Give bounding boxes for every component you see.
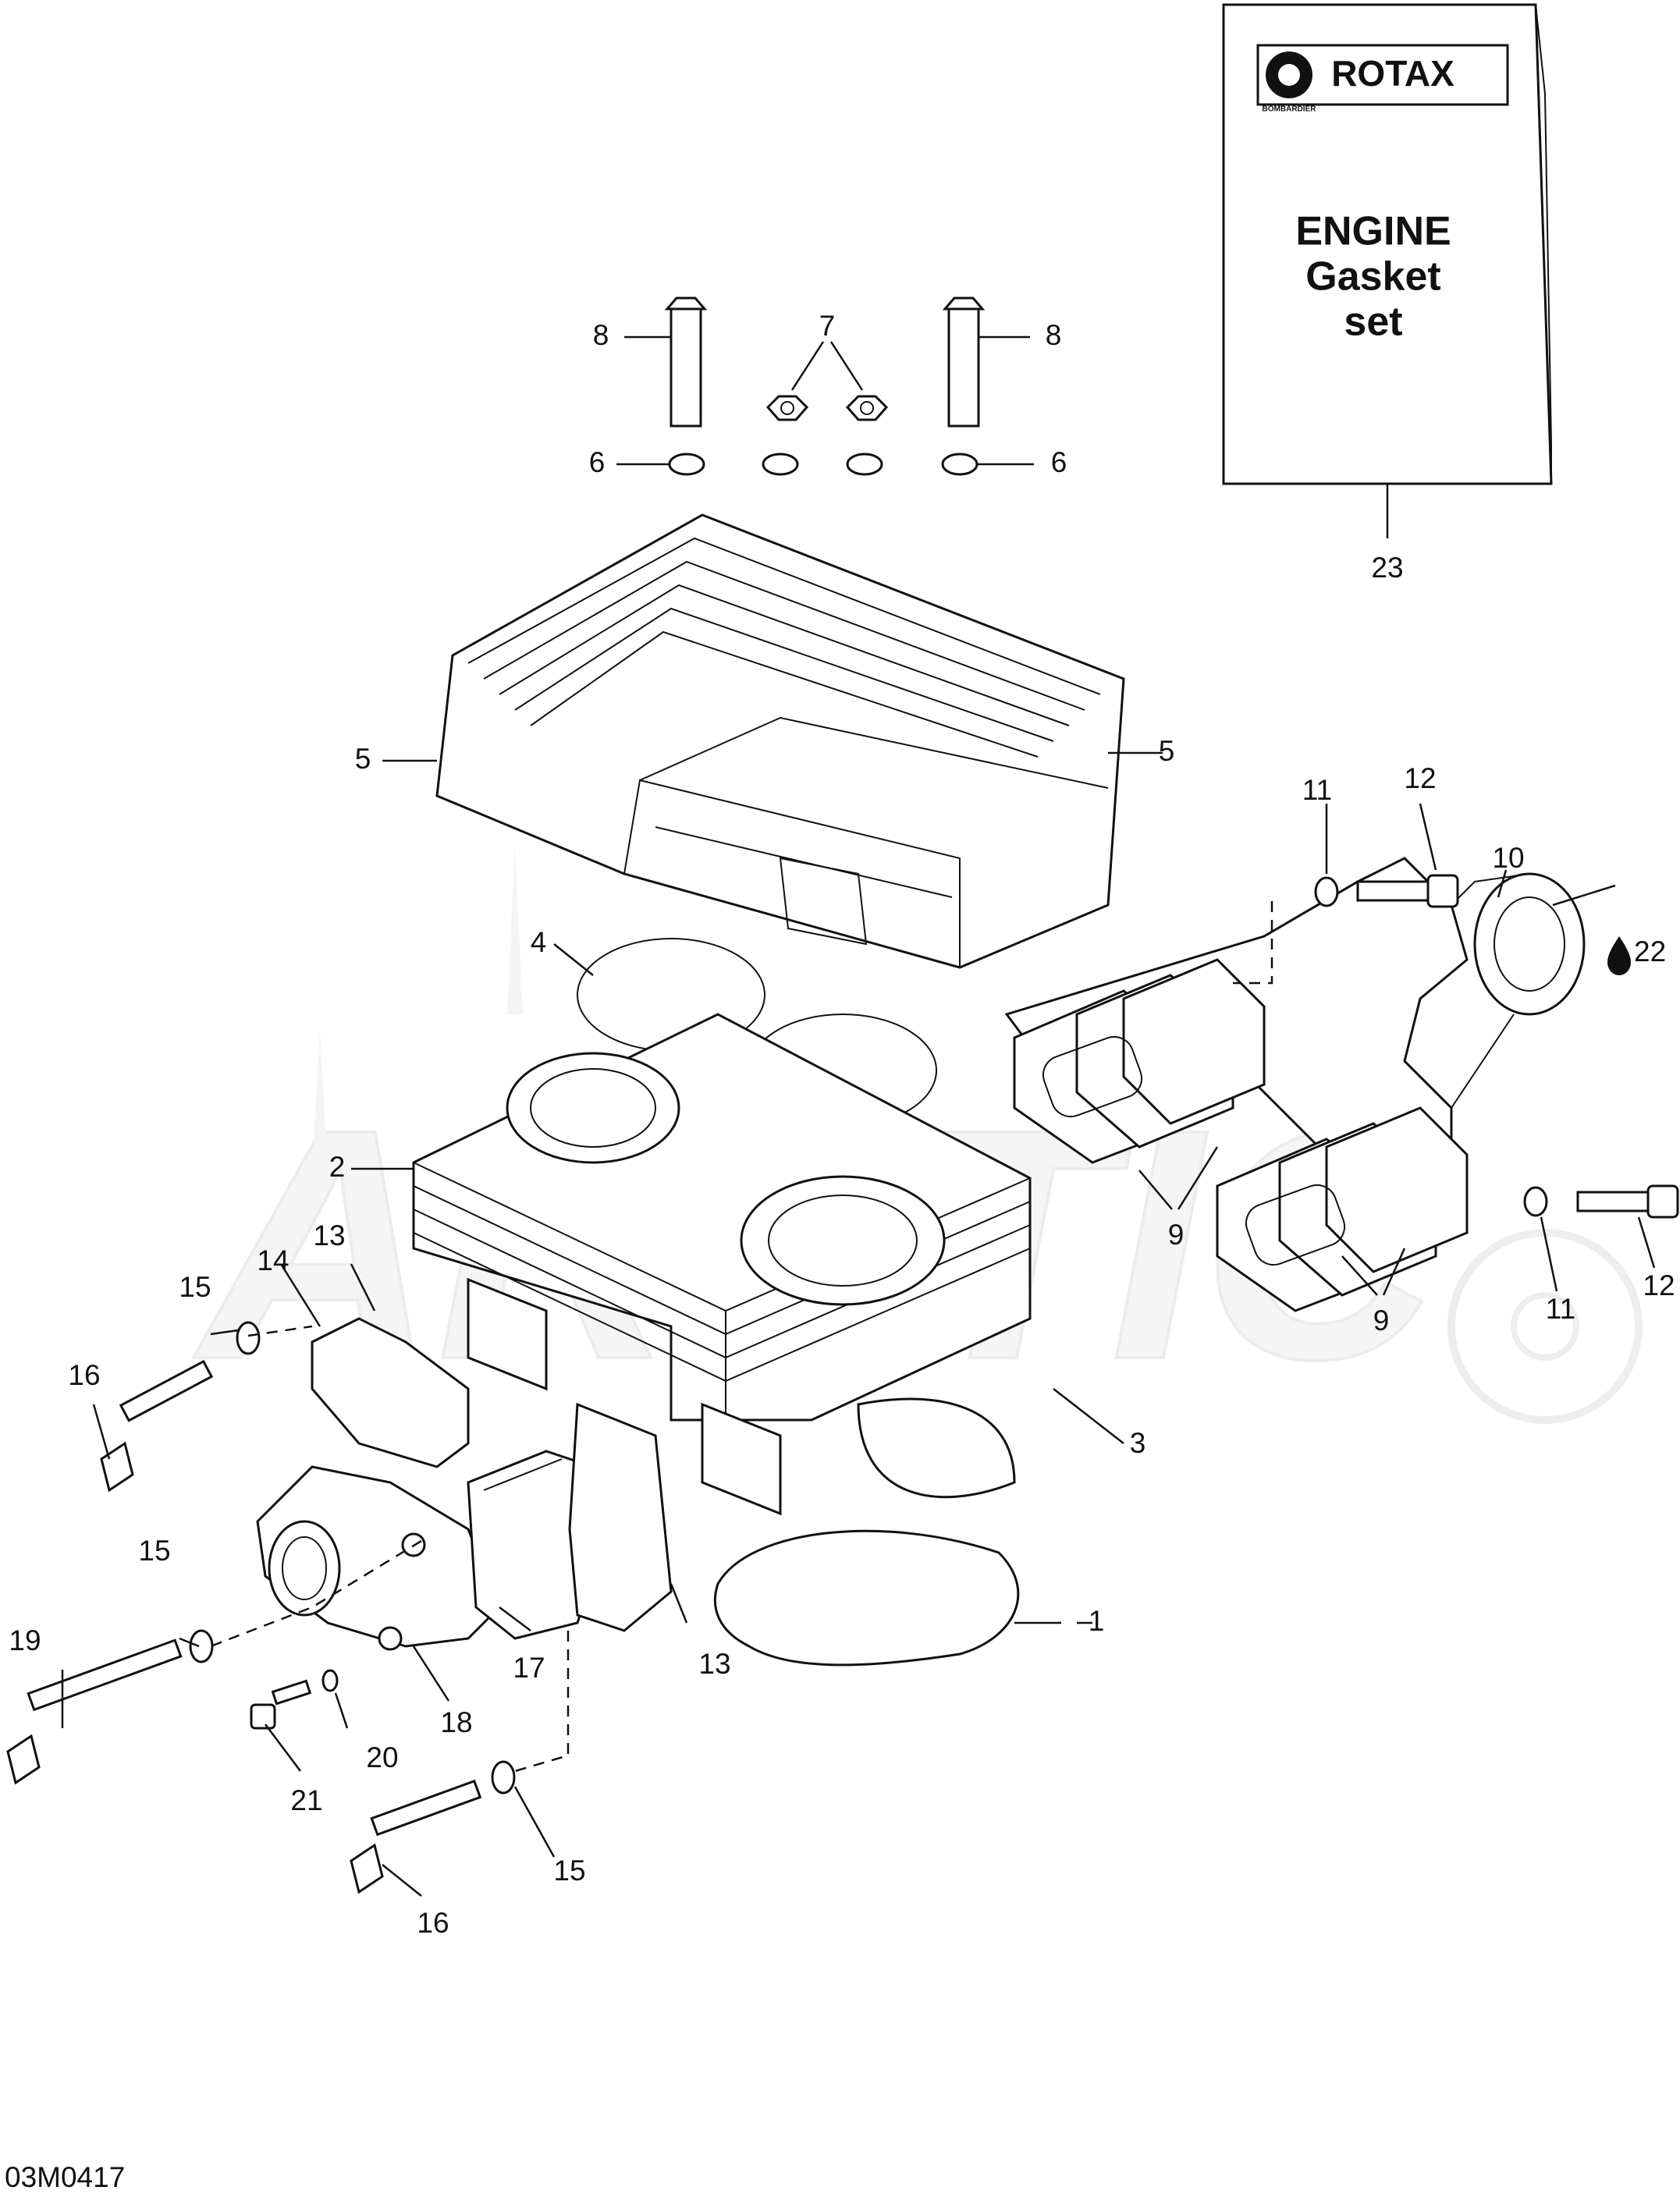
gasket-set-title-3: set [1344,300,1402,345]
callout-4: 4 [531,926,547,958]
callout-8-left: 8 [593,319,609,351]
callout-7: 7 [819,310,836,342]
callout-1: 1 [1089,1605,1105,1637]
callout-22-text: 22 [1634,935,1666,967]
callout-15-mid: 15 [138,1535,170,1567]
callout-15-upper: 15 [179,1271,211,1303]
callout-11-lower: 11 [1546,1293,1575,1325]
cylinder-block [412,1013,1032,1516]
callout-21: 21 [290,1784,322,1816]
bolt-16-upper [100,1321,261,1493]
callout-13-upper: 13 [313,1219,345,1251]
callout-15-lower: 15 [553,1855,585,1887]
callout-6-right: 6 [1051,446,1067,478]
callout-9-upper: 9 [1168,1219,1185,1251]
gear-icon [1266,51,1312,98]
rotax-logo-text: ROTAX [1331,53,1454,94]
washer-1 [668,453,705,476]
oil-drop-icon [1607,936,1631,975]
base-gasket [713,1529,1020,1667]
callout-9-lower: 9 [1373,1305,1390,1337]
callout-5-left: 5 [355,743,371,775]
bolt-12-lower [1523,1184,1679,1219]
gasket-set-title-2: Gasket [1305,254,1440,300]
bolt-16-lower [350,1760,516,1894]
cylinder-head [435,513,1125,969]
intake-assembly [256,1317,673,1651]
callout-5-right: 5 [1159,735,1175,767]
callout-10: 10 [1492,842,1524,874]
callout-19: 19 [9,1624,41,1656]
washer-4 [941,453,979,476]
exhaust-gaskets-upper [1013,958,1266,1164]
callout-20: 20 [366,1741,398,1773]
washer-2 [762,453,799,476]
callout-22: 22 [1607,935,1666,975]
screw-21 [250,1669,339,1730]
cylinder-bore-1 [506,1052,680,1164]
callout-16-upper: 16 [68,1359,100,1391]
callout-23: 23 [1371,552,1403,584]
bolt-19 [6,1629,214,1785]
bombardier-logo-text: BOMBARDIER [1263,105,1317,114]
callout-17: 17 [513,1652,545,1684]
nut-right [845,395,889,421]
leader-lines [61,335,1656,1897]
callout-12-lower: 12 [1643,1269,1675,1301]
figure-code: 03M0417 [5,2161,125,2193]
callout-16-lower: 16 [417,1907,449,1939]
gasket-set-box: ROTAX BOMBARDIER ENGINE Gasket set [1222,3,1553,538]
callout-14: 14 [257,1244,289,1276]
callout-6-left: 6 [589,446,606,478]
bolt-12-upper [1314,874,1459,908]
callout-2: 2 [329,1151,346,1183]
stud-right [942,296,986,428]
stud-left [664,296,708,428]
callout-13-lower: 13 [698,1648,730,1680]
cylinder-bore-2 [740,1175,946,1306]
nut-left [765,395,809,421]
washer-3 [846,453,883,476]
callout-18: 18 [440,1706,472,1738]
callout-12-upper: 12 [1404,762,1436,794]
gasket-set-title-1: ENGINE [1295,209,1451,254]
callout-11-upper: 11 [1302,774,1332,806]
callout-3: 3 [1130,1427,1146,1459]
callout-8-right: 8 [1046,319,1062,351]
